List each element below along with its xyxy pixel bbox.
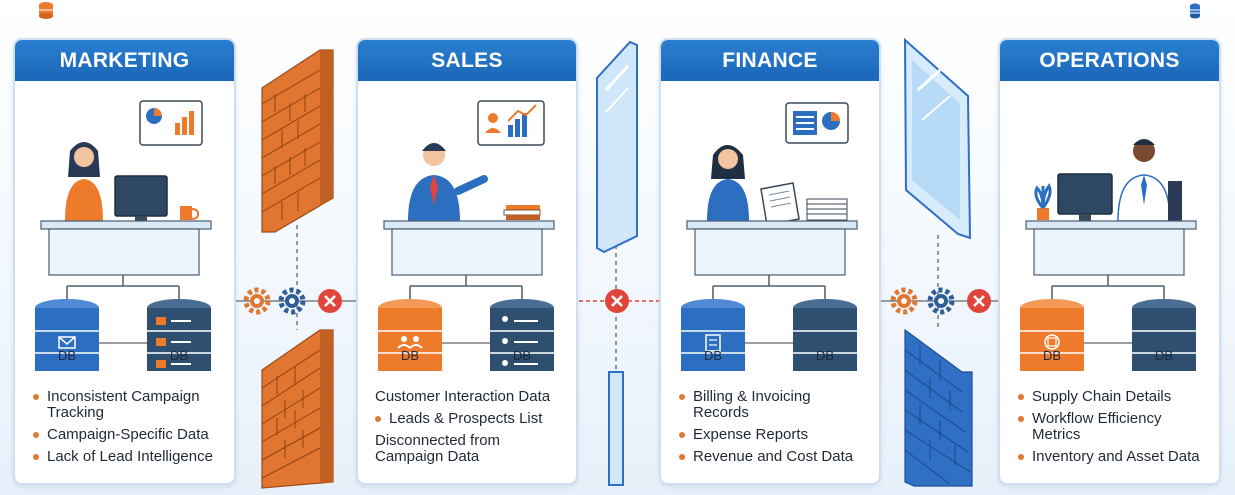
database-icon (1020, 299, 1084, 371)
db-label-right: DB (169, 348, 189, 363)
person-icon (707, 145, 749, 221)
list-item: Workflow Efficiency Metrics (1018, 411, 1168, 443)
list-item: Billing & Invoicing Records (679, 389, 829, 421)
gear-icon (927, 287, 955, 315)
db-label-left: DB (400, 348, 420, 363)
panel-title: MARKETING (15, 40, 234, 81)
glass-panel-top (903, 37, 972, 240)
database-icon (490, 299, 554, 371)
list-item: Customer Interaction Data (375, 388, 551, 405)
feature-list: Inconsistent Campaign Tracking Campaign-… (33, 389, 233, 471)
database-icon (681, 299, 745, 371)
glass-panel-bottom (608, 371, 624, 486)
person-icon (65, 142, 103, 221)
panel-title: OPERATIONS (1000, 40, 1219, 81)
list-item: Inconsistent Campaign Tracking (33, 389, 233, 421)
list-item: Leads & Prospects List (375, 411, 575, 427)
database-icon (378, 299, 442, 371)
corner-database-icon-left (39, 2, 53, 19)
feature-list: Customer Interaction Data Leads & Prospe… (375, 389, 575, 471)
list-item: Expense Reports (679, 427, 854, 443)
person-icon (1117, 139, 1182, 222)
database-icon (793, 299, 857, 371)
gear-icon (278, 287, 306, 315)
marketing-scene (35, 100, 212, 371)
finance-scene (681, 102, 858, 371)
brick-wall-top (261, 49, 334, 233)
panel-title: FINANCE (661, 40, 879, 81)
database-icon (35, 299, 99, 371)
corner-database-icon-right (1190, 3, 1200, 19)
mug-icon (180, 206, 200, 220)
plant-icon (1034, 183, 1052, 220)
document-icon (760, 182, 800, 226)
db-label-right: DB (815, 348, 835, 363)
glass-panel-top (596, 40, 638, 254)
database-icon (1132, 299, 1196, 371)
panel-title: SALES (358, 40, 576, 81)
operations-scene (1020, 139, 1197, 371)
db-label-right: DB (1154, 348, 1174, 363)
list-item: Supply Chain Details (1018, 389, 1218, 405)
list-item: Disconnected from Campaign Data (375, 432, 501, 465)
feature-list: Billing & Invoicing Records Expense Repo… (679, 389, 854, 471)
db-label-left: DB (703, 348, 723, 363)
db-label-right: DB (512, 348, 532, 363)
list-item: Revenue and Cost Data (679, 449, 854, 465)
list-item: Lack of Lead Intelligence (33, 449, 233, 465)
panel-marketing: MARKETING (13, 38, 236, 485)
papers-stack-icon (806, 198, 848, 221)
feature-list: Supply Chain Details Workflow Efficiency… (1018, 389, 1218, 471)
monitor-icon (1057, 173, 1113, 222)
document-board-icon (785, 102, 849, 144)
panel-sales: SALES (356, 38, 578, 485)
monitor-icon (114, 175, 168, 224)
sales-scene (378, 100, 555, 371)
chart-board-icon (477, 100, 545, 146)
db-label-left: DB (57, 348, 77, 363)
gear-icon (890, 287, 918, 315)
blue-wall-bottom (904, 328, 973, 487)
db-label-left: DB (1042, 348, 1062, 363)
list-item: Campaign-Specific Data (33, 427, 233, 443)
broken-x-icon (318, 289, 342, 313)
panel-operations: OPERATIONS (998, 38, 1221, 485)
broken-x-icon (605, 289, 629, 313)
books-icon (503, 205, 541, 220)
list-item: Inventory and Asset Data (1018, 449, 1218, 465)
brick-wall-bottom (261, 329, 334, 489)
person-icon (408, 143, 488, 221)
broken-x-icon (967, 289, 991, 313)
gear-icon (243, 287, 271, 315)
database-icon (147, 299, 211, 371)
panel-finance: FINANCE (659, 38, 881, 485)
chart-board-icon (139, 100, 203, 146)
